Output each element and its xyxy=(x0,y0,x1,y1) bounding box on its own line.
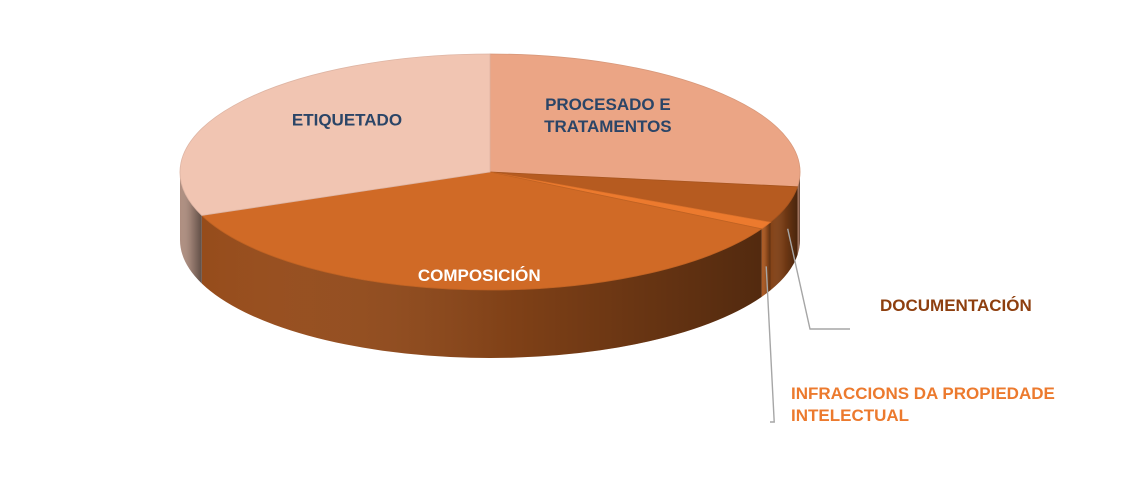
slice-label-line: DOCUMENTACIÓN xyxy=(880,296,1032,315)
slice-label-line: COMPOSICIÓN xyxy=(418,266,541,285)
pie-slice-side-shade-1 xyxy=(770,186,798,291)
pie-slice-side-shade-2 xyxy=(761,222,771,297)
slice-label-3: COMPOSICIÓN xyxy=(418,266,541,285)
slice-label-line: ETIQUETADO xyxy=(292,111,402,130)
pie-slice-4 xyxy=(179,53,491,216)
pie-slice-3 xyxy=(200,171,763,291)
pie-slice-side-shade-0 xyxy=(797,172,801,255)
pie-slice-side-shade-3 xyxy=(201,215,762,359)
pie-slice-0 xyxy=(489,53,801,188)
slice-label-line: PROCESADO E xyxy=(545,95,671,114)
slice-label-0: PROCESADO E TRATAMENTOS xyxy=(544,95,672,136)
leader-line-2 xyxy=(765,266,775,423)
slice-label-4: ETIQUETADO xyxy=(292,111,402,130)
slice-label-2: INFRACCIONS DA PROPIEDADE INTELECTUAL xyxy=(791,384,1055,425)
leader-line-1 xyxy=(787,228,850,330)
slice-label-line: INTELECTUAL xyxy=(791,406,909,425)
pie-slice-side-shade-4 xyxy=(180,172,202,284)
slice-label-line: INFRACCIONS DA PROPIEDADE xyxy=(791,384,1055,403)
slice-label-line: TRATAMENTOS xyxy=(544,117,672,136)
slice-label-1: DOCUMENTACIÓN xyxy=(880,296,1032,315)
